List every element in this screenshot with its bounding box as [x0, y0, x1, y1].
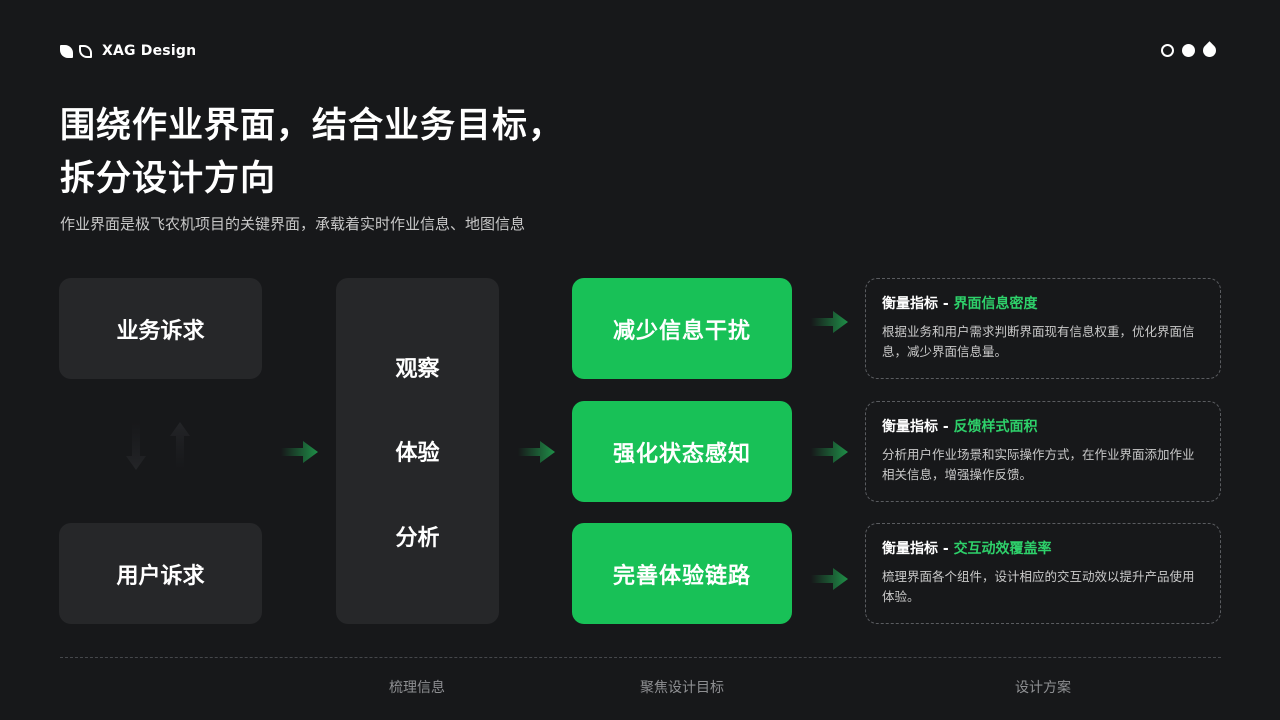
metric-heading: 衡量指标 - 界面信息密度 [882, 295, 1204, 313]
process-column: 观察 体验 分析 [336, 278, 499, 624]
metric-prefix: 衡量指标 - [882, 296, 954, 312]
leaf-icon [60, 44, 73, 58]
metric-heading: 衡量指标 - 交互动效覆盖率 [882, 540, 1204, 558]
brand-logo: XAG Design [60, 43, 196, 59]
title-line-2: 拆分设计方向 [60, 159, 277, 199]
goal-box-3: 完善体验链路 [572, 523, 792, 624]
leaf-outline-icon [79, 44, 92, 58]
page-subtitle: 作业界面是极飞农机项目的关键界面，承载着实时作业信息、地图信息 [60, 215, 526, 233]
analyze-label: 分析 [395, 525, 440, 551]
arrow-right-icon [811, 440, 849, 464]
footer-divider [60, 657, 1221, 658]
goal-label: 完善体验链路 [612, 563, 751, 589]
metric-description: 梳理界面各个组件，设计相应的交互动效以提升产品使用体验。 [882, 569, 1195, 604]
metric-name: 界面信息密度 [953, 296, 1038, 312]
metric-description: 根据业务和用户需求判断界面现有信息权重，优化界面信息，减少界面信息量。 [882, 324, 1195, 359]
footer-label-solution: 设计方案 [1015, 680, 1071, 696]
user-needs-box: 用户诉求 [59, 523, 262, 624]
title-line-1: 围绕作业界面，结合业务目标， [60, 106, 565, 146]
bidirectional-arrows-icon [122, 418, 198, 474]
page-title: 围绕作业界面，结合业务目标， 拆分设计方向 [60, 100, 564, 206]
goal-label: 减少信息干扰 [612, 318, 751, 344]
experience-label: 体验 [395, 441, 440, 466]
business-needs-label: 业务诉求 [116, 318, 205, 344]
metric-prefix: 衡量指标 - [882, 541, 954, 557]
business-needs-box: 业务诉求 [59, 278, 262, 379]
goal-box-1: 减少信息干扰 [572, 278, 792, 379]
metric-card-3: 衡量指标 - 交互动效覆盖率 梳理界面各个组件，设计相应的交互动效以提升产品使用… [865, 523, 1221, 624]
observe-label: 观察 [395, 356, 440, 382]
ring-icon [1161, 44, 1174, 57]
metric-card-2: 衡量指标 - 反馈样式面积 分析用户作业场景和实际操作方式，在作业界面添加作业相… [865, 401, 1221, 502]
user-needs-label: 用户诉求 [116, 563, 205, 589]
circle-icon [1182, 44, 1195, 57]
arrow-right-icon [811, 310, 849, 334]
metric-heading: 衡量指标 - 反馈样式面积 [882, 418, 1204, 436]
metric-description: 分析用户作业场景和实际操作方式，在作业界面添加作业相关信息，增强操作反馈。 [882, 447, 1195, 482]
metric-prefix: 衡量指标 - [882, 419, 954, 435]
decorative-dots [1161, 41, 1219, 60]
metric-name: 交互动效覆盖率 [953, 541, 1052, 557]
footer-label-focus: 聚焦设计目标 [640, 680, 724, 696]
footer-label-organize: 梳理信息 [389, 680, 445, 696]
brand-name: XAG Design [102, 43, 197, 59]
goal-label: 强化状态感知 [612, 441, 751, 467]
arrow-right-icon [518, 440, 556, 464]
drop-icon [1200, 41, 1219, 60]
goal-box-2: 强化状态感知 [572, 401, 792, 502]
arrow-right-icon [281, 440, 319, 464]
metric-name: 反馈样式面积 [953, 419, 1038, 435]
metric-card-1: 衡量指标 - 界面信息密度 根据业务和用户需求判断界面现有信息权重，优化界面信息… [865, 278, 1221, 379]
arrow-right-icon [811, 567, 849, 591]
